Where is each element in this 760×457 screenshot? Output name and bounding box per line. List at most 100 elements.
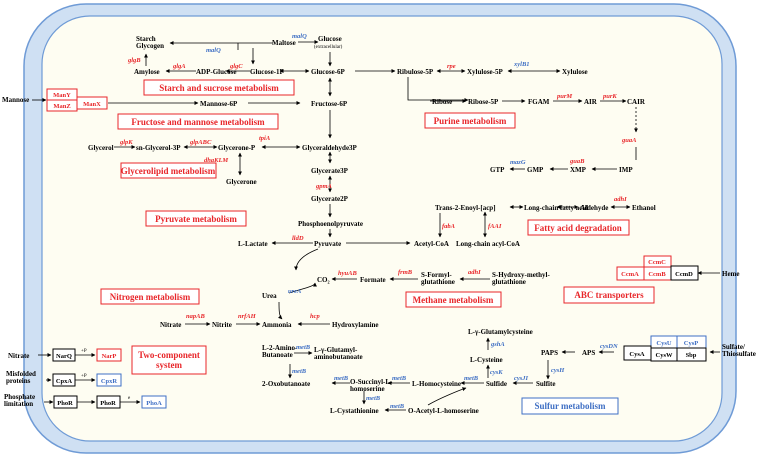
pathway-fatty-acid-box [527,219,630,236]
metabolite-co2: CO₂ [317,276,330,284]
gene-glpK: glpK [119,139,133,146]
metabolite-ribose-5p: Ribose-5P [468,98,499,106]
metabolite-acetyl-coa: Acetyl-CoA [414,240,449,248]
protein-manZ: ManZ [53,103,70,110]
pathway-nitrogen-box [100,288,200,305]
protein-manX-box [76,96,108,110]
gene-cysDN: cysDN [600,343,618,350]
pathway-fructose-box [117,113,279,130]
protein-ccmD-box [670,265,699,281]
metabolite-long-chain-fa: Long-chain fatty acid [524,204,588,212]
gene-metB-5: metB [366,395,381,402]
gene-fAAI: fAAI [488,223,502,230]
p-twocomp-line-1: Two-component [138,350,200,360]
label-plus-p-1: +P [81,349,87,354]
protein-cysP: CysP [684,340,698,347]
metabolite-glucose-1p: Glucose-1P [250,68,285,76]
metabolite-xylulose-5p: Xylulose-5P [467,68,504,76]
pathway-purine-box [424,112,516,129]
protein-cysW: CysW [656,352,673,359]
gene-xylB1: xylB1 [513,61,530,68]
m-misfolded-line-1: Misfolded [6,370,36,378]
gene-metB-3: metB [334,375,349,382]
gene-hyuAB: hyuAB [338,270,357,277]
metabolite-fructose-6p: Fructose-6P [311,100,348,108]
gene-cysH: cysH [551,367,565,374]
metabolite-o-acetyl: O-Acetyl-L-homoserine [408,407,479,415]
metabolite-xmp: XMP [570,166,587,174]
p-twocomp-line-2: system [156,360,182,370]
gene-metB-7: metB [464,375,479,382]
m-lgamma-line-2: aminobutanoate [314,353,363,361]
protein-phoA-box [141,395,167,409]
gene-adhI-2: adhI [468,269,481,276]
metabolite-sulfide: Sulfide [486,380,507,388]
gene-metB-2: metB [292,368,307,375]
protein-cpxR-box [96,373,122,387]
gene-metB-1: metB [296,344,311,351]
metabolite-glycerate-2p: Glycerate2P [311,195,349,203]
pathway-pyruvate: Pyruvate metabolism [155,214,237,224]
gene-gshA: gshA [490,341,505,348]
protein-narP: NarP [102,353,117,360]
pathway-methane: Methane metabolism [413,295,494,305]
m-sulfate-line-2: Thiosulfate [722,350,756,358]
pathway-fatty-acid: Fatty acid degradation [534,223,622,233]
gene-tpiA: tpiA [259,135,271,142]
metabolite-glycerol: Glycerol [88,144,114,152]
protein-narQ-box [52,348,76,362]
metabolite-aps: APS [582,349,595,357]
metabolite-hydroxylamine: Hydroxylamine [332,321,379,329]
gene-purK: purK [602,93,617,100]
metabolite-o-succinyl: O-Succinyl-L-homoserine [350,378,393,393]
metabolite-maltose: Maltose [272,39,296,47]
metabolite-l-gamma-glutamylcysteine: L-γ-Glutamylcysteine [468,328,533,336]
pathway-sulfur-box [521,397,619,415]
metabolite-pyruvate: Pyruvate [314,240,341,248]
pathway-nitrogen: Nitrogen metabolism [110,292,191,302]
m-misfolded-line-2: proteins [6,377,31,385]
gene-lldD: lldD [292,235,304,242]
metabolite-gtp: GTP [490,166,505,174]
m-shydroxy-line-1: S-Hydroxy-methyl- [492,271,550,279]
pathway-boxes: Starch and sucrose metabolism Fructose a… [100,79,655,415]
pathway-abc-box [563,286,655,304]
pathway-glycerolipid: Glycerolipid metabolism [121,166,216,176]
label-plus-p-2: +P [81,374,87,379]
metabolite-ribose: Ribose [432,98,452,106]
pathway-glycerolipid-box [120,162,217,179]
metabolite-glucose-6p: Glucose-6P [311,68,346,76]
pathway-sulfur: Sulfur metabolism [534,401,606,411]
protein-ccmA: CcmA [621,271,639,278]
m-osucc-line-1: O-Succinyl-L- [350,378,393,386]
pathway-purine: Purine metabolism [434,116,507,126]
metabolite-urea: Urea [262,292,277,300]
gene-adhI-1: adhI [614,196,627,203]
upregulated-genes: glgB glgA glgC rpe purM purK glpK glpABC… [119,57,637,320]
m-phosphate-line-1: Phosphate [4,393,35,401]
metabolite-glucose-ext: Glucose [318,35,342,43]
gene-glgC: glgC [229,63,243,70]
gene-guaB: guaB [569,158,585,165]
metabolite-sn-glycerol-3p: sn-Glycerol-3P [136,144,181,152]
protein-manY: ManY [53,92,71,99]
metabolite-amylose: Amylose [134,68,160,76]
metabolite-sulfite: Sulfite [536,380,555,388]
m-sformyl-line-1: S-Formyl- [421,271,452,279]
gene-guaA: guaA [621,137,637,144]
metabolite-mannose-6p: Mannose-6P [200,100,238,108]
gene-cysJI: cysJI [514,375,529,382]
metabolite-cair: CAIR [627,98,646,106]
protein-cpxR: CpxR [101,378,118,385]
protein-cysA: CysA [629,351,644,358]
gene-rpe: rpe [447,63,456,70]
pathway-methane-box [405,291,502,308]
pathway-fructose: Fructose and mannose metabolism [131,117,265,127]
protein-cysU: CysU [656,340,671,347]
m-sformyl-line-2: glutathione [421,278,455,286]
metabolite-mannose: Mannose [2,96,29,104]
